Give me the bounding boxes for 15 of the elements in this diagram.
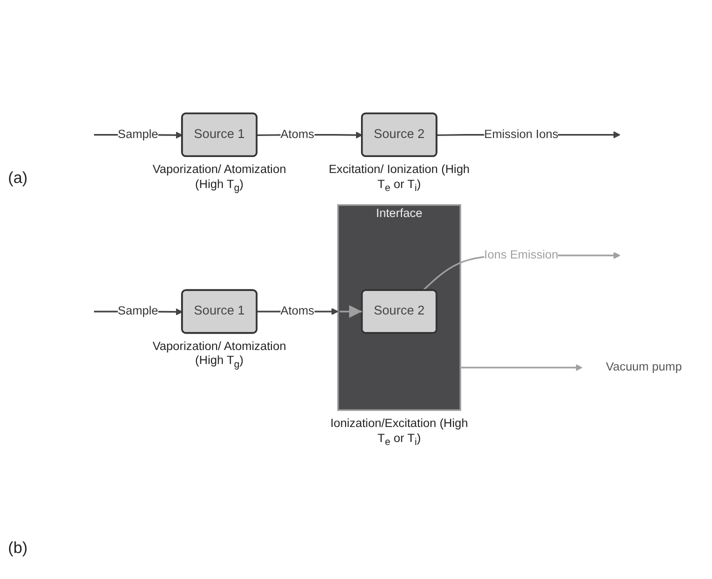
panel-label: (b) bbox=[8, 540, 28, 558]
edge-label: Ions Emission bbox=[484, 248, 558, 262]
panel-label: (a) bbox=[8, 170, 28, 188]
node-caption: Vaporization/ Atomization (High T$_{g}$) bbox=[152, 339, 288, 372]
node-caption: Ionization/Excitation (High T$_{e}$ or T$_{i}$) bbox=[329, 416, 470, 448]
edge-label: Sample bbox=[118, 127, 158, 141]
edge-label: Emission Ions bbox=[484, 127, 558, 141]
arrow bbox=[340, 305, 362, 318]
node-text: Vacuum pump bbox=[606, 360, 682, 374]
node-caption: Vaporization/ Atomization (High T$_{g}$) bbox=[152, 162, 288, 195]
edge-label: Atoms bbox=[280, 127, 314, 141]
node-caption: Excitation/ Ionization (High T$_{e}$ or T$_{i}$) bbox=[328, 162, 471, 195]
arrow bbox=[460, 364, 582, 372]
edge-label: Sample bbox=[118, 304, 158, 318]
edge-label: Atoms bbox=[280, 304, 314, 318]
